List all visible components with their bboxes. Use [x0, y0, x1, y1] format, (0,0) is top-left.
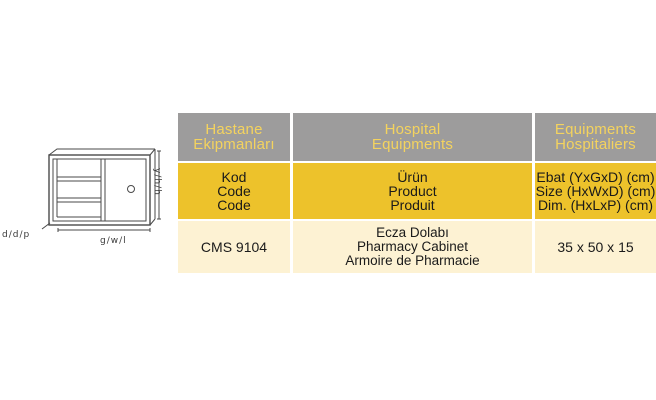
label-text-line: Code — [217, 197, 251, 214]
height-dimension-label: y/h/h — [152, 168, 162, 196]
product-dimensions-cell: 35 x 50 x 15 — [535, 221, 656, 273]
product-name-fr: Armoire de Pharmacie — [345, 252, 480, 268]
label-text-line: Kod — [221, 168, 247, 185]
product-code: CMS 9104 — [200, 238, 268, 255]
product-name-cell: Ecza Dolabı Pharmacy Cabinet Armoire de … — [293, 221, 532, 273]
header-hastane-ekipmanlari: Hastane Ekipmanları — [178, 113, 290, 161]
label-text-line: Dim. (HxLxP) (cm) — [537, 197, 654, 214]
header-hospital-equipments: Hospital Equipments — [293, 113, 532, 161]
label-text-line: Product — [388, 182, 437, 199]
product-spec-table: Hastane Ekipmanları Hospital Equipments … — [178, 113, 656, 273]
product-code-cell: CMS 9104 — [178, 221, 290, 273]
table-label-row: Kod Code Code Ürün Product Produit Ebat … — [178, 163, 656, 219]
product-name-tr: Ecza Dolabı — [376, 225, 449, 241]
header-text-line: Hospital — [384, 120, 441, 138]
header-equipments-hospitaliers: Equipments Hospitaliers — [535, 113, 656, 161]
table-header-row: Hastane Ekipmanları Hospital Equipments … — [178, 113, 656, 161]
header-text-line: Ekipmanları — [193, 136, 275, 153]
column-divider — [532, 113, 535, 161]
label-text-line: Ürün — [397, 168, 428, 185]
label-text-line: Size (HxWxD) (cm) — [535, 182, 656, 199]
label-size-cell: Ebat (YxGxD) (cm) Size (HxWxD) (cm) Dim.… — [535, 163, 656, 219]
header-text-line: Equipments — [371, 136, 454, 153]
product-dimensions: 35 x 50 x 15 — [557, 238, 634, 255]
header-text-line: Equipments — [554, 120, 637, 138]
lock-icon — [127, 185, 135, 193]
header-text-line: Hastane — [205, 120, 263, 138]
label-text-line: Produit — [390, 197, 435, 214]
label-text-line: Ebat (YxGxD) (cm) — [536, 168, 655, 185]
label-text-line: Code — [217, 182, 251, 199]
table-row: CMS 9104 Ecza Dolabı Pharmacy Cabinet Ar… — [178, 221, 656, 273]
depth-dimension-label: d/d/p — [2, 230, 31, 240]
cabinet-drawing: y/h/h d/d/p g/w/l — [0, 130, 178, 260]
cabinet-line-art — [41, 148, 161, 232]
product-name-en: Pharmacy Cabinet — [356, 239, 469, 255]
width-dimension-label: g/w/l — [100, 236, 127, 246]
label-product-cell: Ürün Product Produit — [293, 163, 532, 219]
label-code-cell: Kod Code Code — [178, 163, 290, 219]
header-text-line: Hospitaliers — [555, 136, 636, 153]
column-divider — [290, 113, 293, 161]
